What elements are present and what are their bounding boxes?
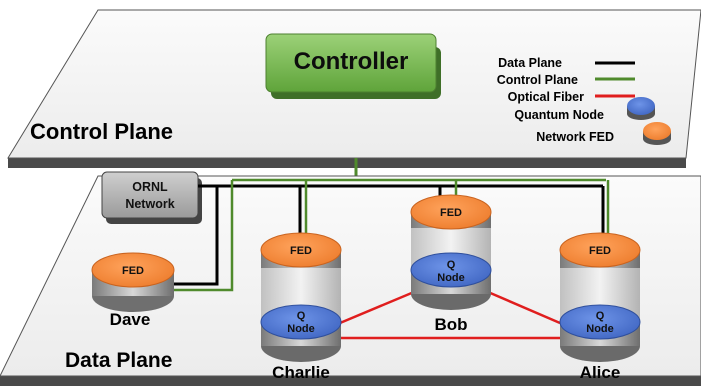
legend-control-plane-label: Control Plane — [497, 73, 578, 87]
bob-label: Bob — [434, 315, 467, 334]
control-plane-label: Control Plane — [30, 119, 173, 144]
alice-label: Alice — [580, 363, 621, 382]
bob-qnode-label-line1: Q — [447, 259, 456, 271]
controller-label: Controller — [294, 48, 409, 75]
ornl-network-line2: Network — [125, 197, 174, 211]
optical-fiber-links — [339, 290, 561, 340]
dave-label: Dave — [110, 310, 151, 329]
legend-network-fed-swatch — [643, 122, 671, 145]
charlie-qnode-label-line1: Q — [297, 310, 306, 322]
alice-fed-label: FED — [589, 245, 611, 257]
data-plane: Data Plane — [0, 175, 701, 386]
ornl-network-line1: ORNL — [132, 180, 168, 194]
alice-qnode-label-line1: Q — [596, 310, 605, 322]
legend: Data Plane Control Plane Optical Fiber Q… — [497, 56, 671, 145]
alice-qnode-label-line2: Node — [586, 323, 614, 335]
controller-box: Controller — [265, 33, 441, 99]
data-plane-label: Data Plane — [65, 349, 172, 372]
bob-qnode-label-line2: Node — [437, 272, 465, 284]
dave-fed-label: FED — [122, 265, 144, 277]
legend-network-fed-label: Network FED — [536, 130, 614, 144]
data-plane-links — [172, 184, 605, 286]
legend-quantum-node-swatch — [627, 97, 655, 120]
alice-tower: FED Q Node — [559, 232, 641, 362]
charlie-fed-label: FED — [290, 245, 312, 257]
control-plane-links — [172, 178, 610, 292]
ornl-network-box: ORNL Network — [101, 171, 202, 224]
charlie-qnode-label-line2: Node — [287, 323, 315, 335]
charlie-label: Charlie — [272, 363, 330, 382]
bob-tower: FED Q Node — [410, 194, 492, 310]
legend-data-plane-label: Data Plane — [498, 56, 562, 70]
dave-fed-node: FED — [91, 252, 175, 312]
bob-fed-label: FED — [440, 207, 462, 219]
legend-optical-fiber-label: Optical Fiber — [508, 90, 585, 104]
legend-quantum-node-label: Quantum Node — [514, 108, 604, 122]
charlie-tower: FED Q Node — [260, 232, 342, 362]
